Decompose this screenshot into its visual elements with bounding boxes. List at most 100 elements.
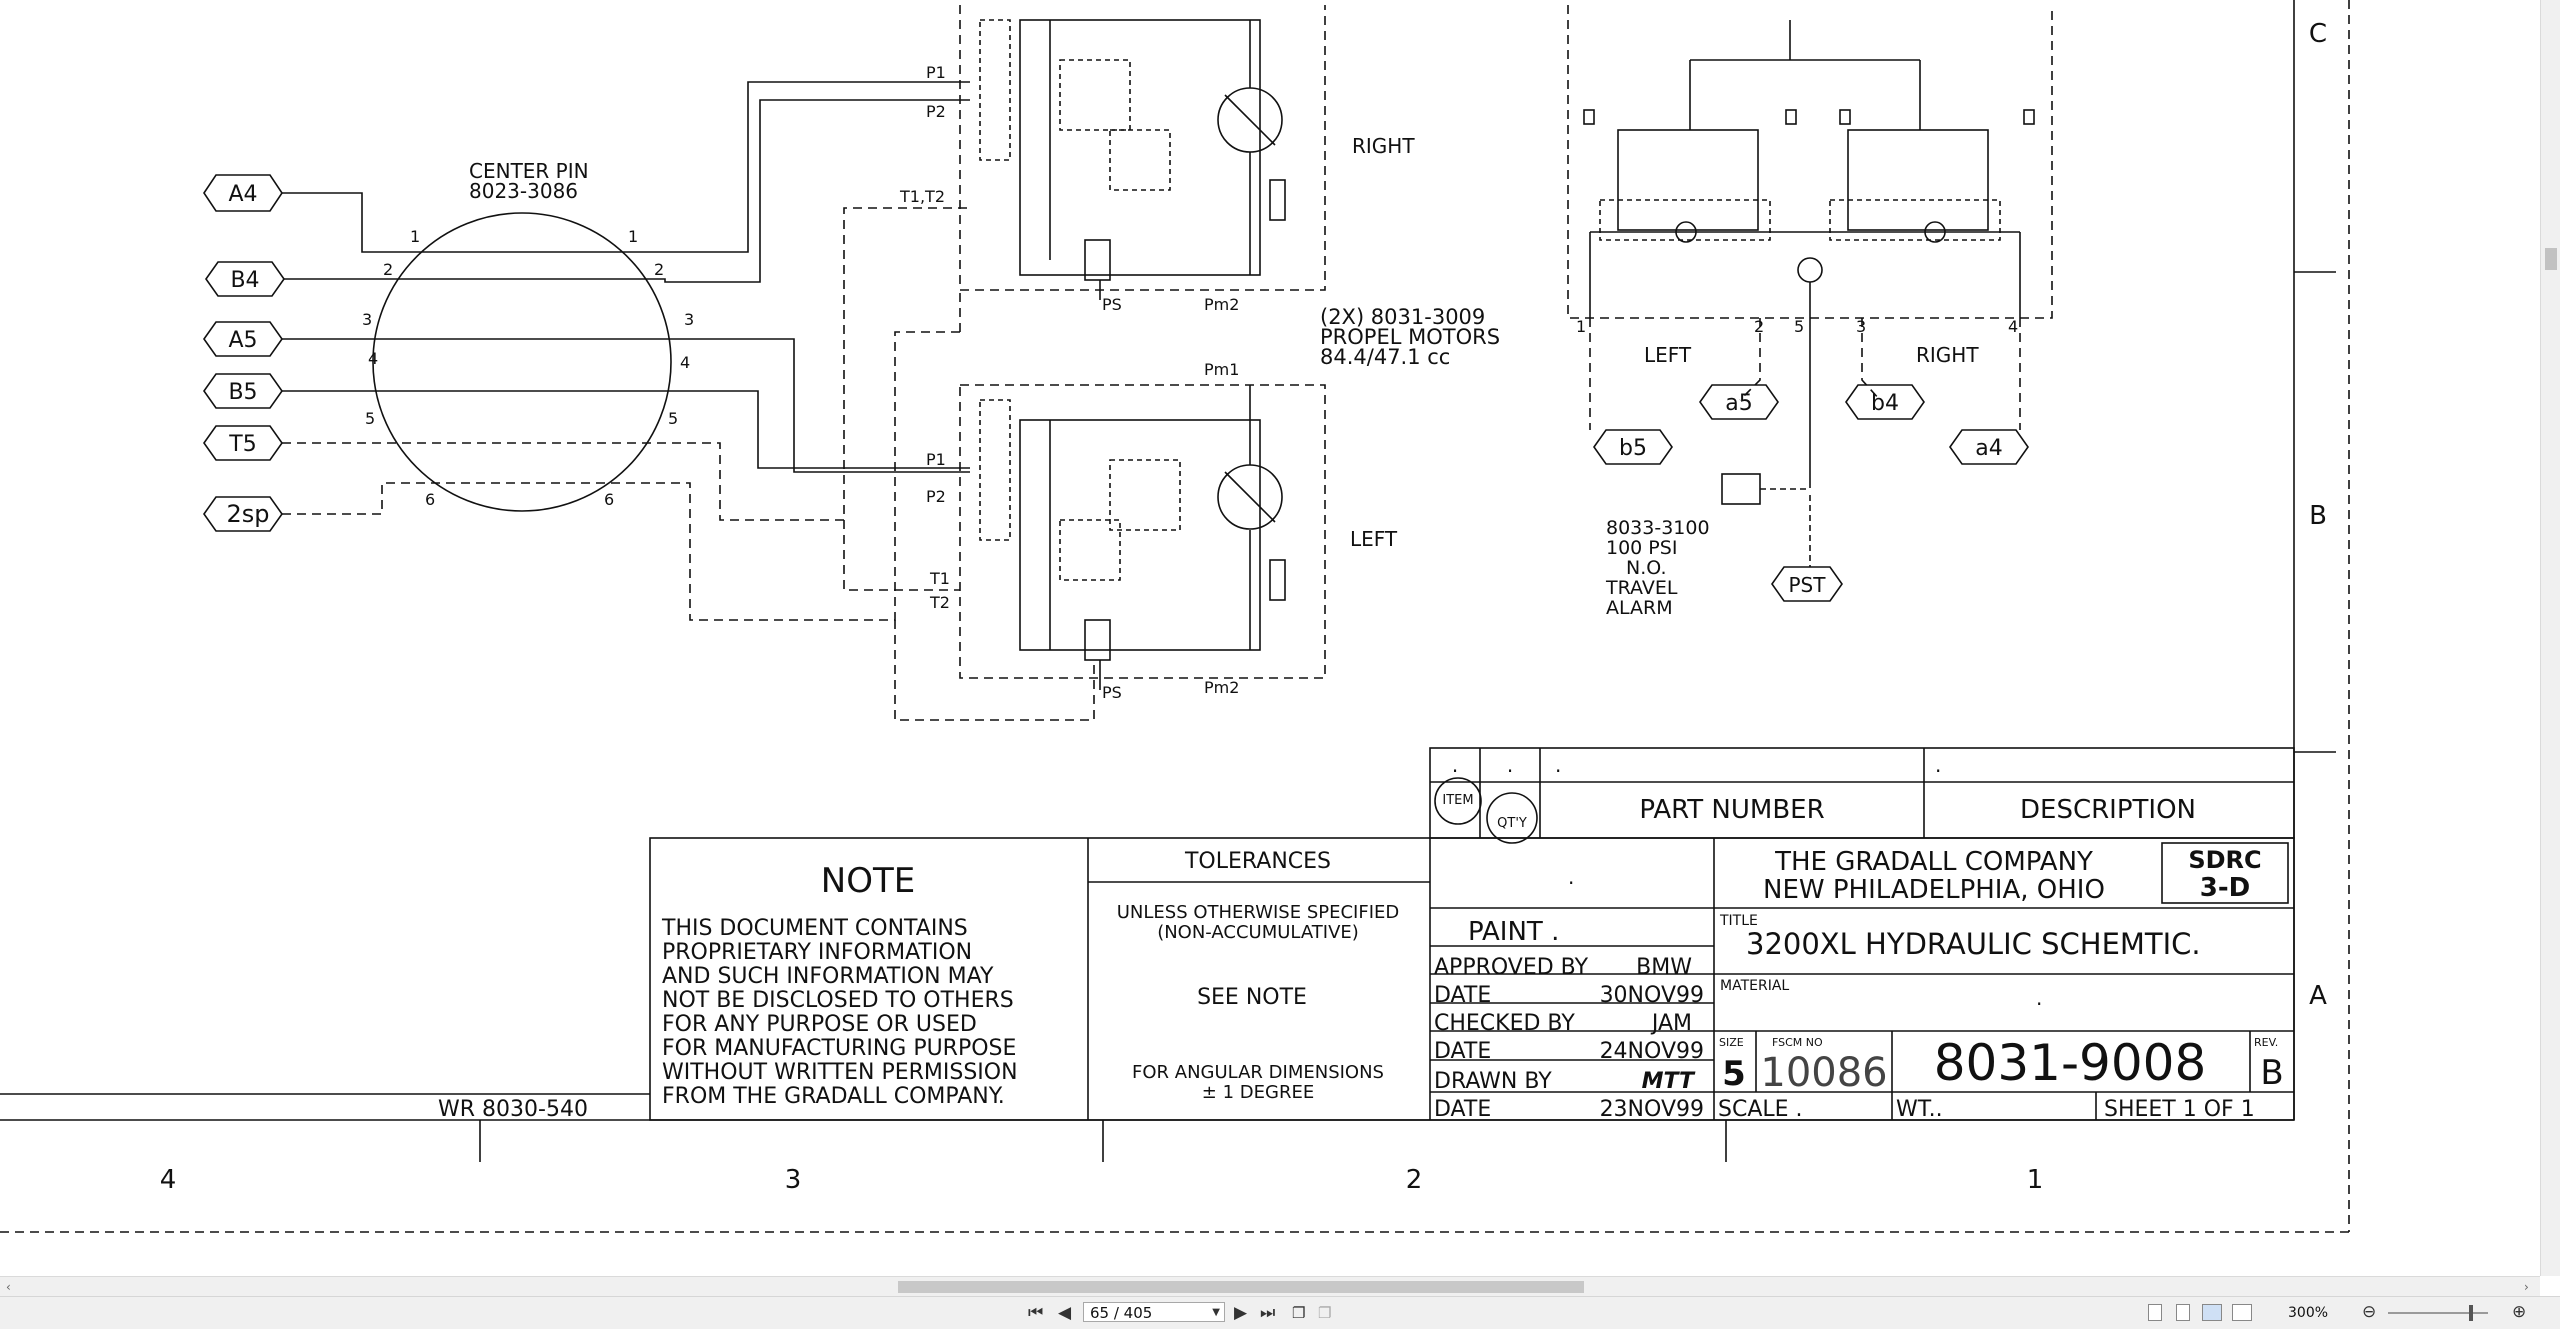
port-pm1-lower: Pm1: [1204, 360, 1239, 379]
vertical-scroll-thumb[interactable]: [2545, 248, 2557, 270]
scale: SCALE .: [1718, 1097, 1803, 1122]
first-page-icon[interactable]: ⏮: [1028, 1303, 1044, 1323]
angular-line-1: FOR ANGULAR DIMENSIONS: [1132, 1062, 1384, 1083]
zone-a: A: [2309, 981, 2327, 1011]
parts-dot-3: .: [1555, 753, 1561, 777]
connector-lower-a4: a4: [1975, 436, 2002, 461]
material-dot: .: [2036, 986, 2042, 1010]
zone-c: C: [2309, 19, 2327, 49]
propel-motors-line3: 84.4/47.1 cc: [1320, 345, 1450, 369]
port-p2-upper: P2: [926, 102, 946, 121]
port-p2-lower: P2: [926, 487, 946, 506]
drawn-value: MTT: [1642, 1069, 1696, 1094]
scroll-left-icon[interactable]: ‹: [6, 1280, 11, 1294]
page-dropdown-icon[interactable]: ▼: [1212, 1307, 1220, 1318]
pin-1-left: 1: [410, 227, 420, 246]
connector-a5: A5: [228, 328, 257, 353]
pin-3-left: 3: [362, 310, 372, 329]
wr-reference: WR 8030-540: [438, 1097, 588, 1122]
port-p1-upper: P1: [926, 63, 946, 82]
horizontal-scroll-thumb[interactable]: [898, 1281, 1584, 1293]
scroll-right-icon[interactable]: ›: [2524, 1280, 2529, 1294]
parts-dot-1: .: [1452, 753, 1458, 777]
zone-b: B: [2309, 501, 2327, 531]
qty-label: QT'Y: [1497, 816, 1527, 831]
zoom-slider-handle[interactable]: [2469, 1305, 2473, 1321]
continuous-view-icon[interactable]: [2176, 1304, 2190, 1321]
tolerances-title: TOLERANCES: [1184, 849, 1331, 874]
alarm-line2: 100 PSI: [1606, 537, 1677, 559]
note-line-7: WITHOUT WRITTEN PERMISSION: [662, 1060, 1018, 1085]
paste-page-icon[interactable]: ❐: [1318, 1304, 1332, 1322]
checked-value: JAM: [1650, 1011, 1692, 1036]
connector-b4: B4: [230, 268, 259, 293]
tolerances-line-2: (NON-ACCUMULATIVE): [1157, 922, 1359, 943]
motor-left-label: LEFT: [1350, 527, 1398, 551]
pin-6-right: 6: [604, 490, 614, 509]
note-line-4: NOT BE DISCLOSED TO OTHERS: [662, 988, 1014, 1013]
prev-page-icon[interactable]: ◀: [1058, 1303, 1072, 1323]
part-number-header: PART NUMBER: [1639, 795, 1824, 825]
fscm-label: FSCM NO: [1772, 1036, 1823, 1049]
brake-num-3: 3: [1856, 317, 1866, 336]
brake-num-4: 4: [2008, 317, 2018, 336]
pin-5-right: 5: [668, 409, 678, 428]
parts-dot-2: .: [1507, 753, 1513, 777]
single-page-view-icon[interactable]: [2148, 1304, 2162, 1321]
facing-view-icon[interactable]: [2202, 1304, 2222, 1321]
page-number-input[interactable]: 65 / 405 ▼: [1083, 1302, 1225, 1322]
page-indicator: 65 / 405: [1090, 1304, 1153, 1322]
center-pin-part: 8023-3086: [469, 179, 578, 203]
continuous-facing-view-icon[interactable]: [2232, 1304, 2252, 1321]
pin-5-left: 5: [365, 409, 375, 428]
alarm-line5: ALARM: [1606, 597, 1673, 619]
approved-value: BMW: [1636, 955, 1692, 980]
zone-1: 1: [2027, 1165, 2044, 1195]
brake-left-label: LEFT: [1644, 343, 1692, 367]
note-title: NOTE: [821, 861, 915, 901]
alarm-line3: N.O.: [1626, 557, 1666, 579]
motor-right-label: RIGHT: [1352, 134, 1415, 158]
vertical-scrollbar[interactable]: [2540, 0, 2560, 1276]
checked-date: 24NOV99: [1600, 1039, 1704, 1064]
pin-2-right: 2: [654, 260, 664, 279]
approved-label: APPROVED BY: [1434, 955, 1589, 980]
copy-page-icon[interactable]: ❐: [1292, 1304, 1306, 1322]
next-page-icon[interactable]: ▶: [1234, 1303, 1248, 1323]
zoom-out-icon[interactable]: ⊖: [2362, 1302, 2377, 1322]
sdrc-logo-line-2: 3-D: [2200, 873, 2250, 903]
port-t1-lower: T1: [929, 569, 950, 588]
horizontal-scrollbar[interactable]: ‹ ›: [0, 1276, 2540, 1297]
connector-lower-b4: b4: [1871, 391, 1899, 416]
zone-2: 2: [1406, 1165, 1423, 1195]
zoom-level[interactable]: 300%: [2288, 1305, 2329, 1321]
pin-4-left: 4: [368, 349, 378, 368]
brake-num-2: 2: [1754, 317, 1764, 336]
note-line-6: FOR MANUFACTURING PURPOSE: [662, 1036, 1016, 1061]
checked-date-label: DATE: [1434, 1039, 1491, 1064]
parts-dot-4: .: [1935, 753, 1941, 777]
approved-date: 30NOV99: [1600, 983, 1704, 1008]
weight: WT..: [1896, 1097, 1943, 1122]
connector-b5: B5: [228, 380, 257, 405]
port-ps-lower: PS: [1102, 683, 1122, 702]
drawing-title: 3200XL HYDRAULIC SCHEMTIC.: [1746, 927, 2201, 961]
port-pm2-lower: Pm2: [1204, 678, 1239, 697]
zoom-in-icon[interactable]: ⊕: [2512, 1302, 2527, 1322]
sdrc-logo-line-1: SDRC: [2188, 846, 2261, 874]
material-label: MATERIAL: [1720, 978, 1789, 994]
port-ps-upper: PS: [1102, 295, 1122, 314]
connector-pst: PST: [1789, 573, 1827, 597]
center-pin-title: CENTER PIN: [469, 159, 589, 183]
propel-motors-line1: (2X) 8031-3009: [1320, 305, 1485, 329]
last-page-icon[interactable]: ⏭: [1260, 1303, 1276, 1323]
checked-label: CHECKED BY: [1434, 1011, 1575, 1036]
alarm-line4: TRAVEL: [1605, 577, 1678, 599]
note-line-5: FOR ANY PURPOSE OR USED: [662, 1012, 977, 1037]
zone-3: 3: [785, 1165, 802, 1195]
drawing-canvas[interactable]: A4 B4 A5 B5 T5 2sp CENTER PIN 8023-3086 …: [0, 0, 2540, 1276]
rev-value: B: [2260, 1053, 2283, 1093]
pin-3-right: 3: [684, 310, 694, 329]
zoom-slider[interactable]: [2388, 1312, 2488, 1314]
